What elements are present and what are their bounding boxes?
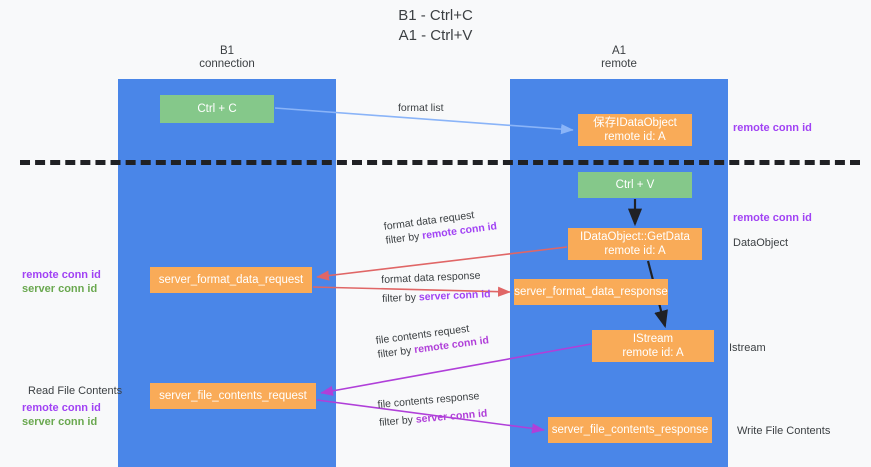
- edge-label-format-data-response: format data response filter by server co…: [381, 268, 491, 306]
- node-server-format-data-request[interactable]: server_format_data_request: [150, 267, 312, 293]
- node-server-file-contents-request[interactable]: server_file_contents_request: [150, 383, 316, 409]
- node-ctrl-c[interactable]: Ctrl + C: [160, 95, 274, 123]
- annotation-right-remote-conn-id-mid: remote conn id: [733, 211, 812, 225]
- annotation-left-conn-ids-bottom-remote: remote conn id: [22, 402, 101, 414]
- connector-file-contents-response: [316, 399, 545, 434]
- node-idataobject-getdata-title: IDataObject::GetData: [580, 231, 690, 243]
- node-idataobject-getdata[interactable]: IDataObject::GetData remote id: A: [568, 228, 702, 260]
- node-server-format-data-request-label: server_format_data_request: [158, 274, 304, 286]
- edge-label-format-data-response-key: server conn id: [418, 288, 491, 304]
- title-line-2: A1 - Ctrl+V: [398, 27, 473, 44]
- node-ctrl-v[interactable]: Ctrl + V: [578, 172, 692, 198]
- annotation-right-remote-conn-id-top-text: remote conn id: [733, 122, 812, 134]
- connector-file-contents-request: [320, 343, 592, 396]
- connector-format-data-response: [312, 286, 511, 297]
- edge-label-format-data-response-prefix: filter by: [381, 291, 420, 305]
- annotation-left-conn-ids-top-remote: remote conn id: [22, 269, 101, 281]
- swimlane-header-a1: A1 remote: [510, 45, 728, 71]
- annotation-right-istream: Istream: [729, 341, 766, 355]
- node-ctrl-c-label: Ctrl + C: [197, 103, 237, 115]
- annotation-right-istream-text: Istream: [729, 342, 766, 354]
- annotation-left-conn-ids-bottom: remote conn id server conn id: [22, 401, 101, 429]
- annotation-right-write-file-contents: Write File Contents: [737, 424, 830, 438]
- node-save-idataobject-remote-id: remote id: A: [604, 131, 666, 143]
- connector-format-list: [274, 107, 574, 135]
- node-save-idataobject-title: 保存IDataObject: [593, 117, 677, 129]
- annotation-left-conn-ids-top-server: server conn id: [22, 283, 98, 295]
- node-ctrl-v-label: Ctrl + V: [615, 179, 655, 191]
- annotation-left-conn-ids-top: remote conn id server conn id: [22, 268, 101, 296]
- swimlane-header-b1: B1 connection: [118, 45, 336, 71]
- swimlane-header-b1-title: B1: [219, 45, 235, 57]
- annotation-left-read-file-contents: Read File Contents: [28, 384, 122, 398]
- node-istream-remote-id: remote id: A: [622, 347, 684, 359]
- node-istream[interactable]: IStream remote id: A: [592, 330, 714, 362]
- node-server-file-contents-request-label: server_file_contents_request: [159, 390, 307, 402]
- page-title: B1 - Ctrl+C A1 - Ctrl+V: [0, 6, 871, 46]
- node-server-file-contents-response[interactable]: server_file_contents_response: [548, 417, 712, 443]
- swimlane-header-b1-subtitle: connection: [199, 58, 255, 70]
- edge-label-format-list-text: format list: [398, 102, 444, 114]
- node-istream-title: IStream: [632, 333, 674, 345]
- annotation-right-write-file-contents-text: Write File Contents: [737, 425, 831, 437]
- edge-label-format-list: format list: [398, 101, 444, 115]
- title-line-1: B1 - Ctrl+C: [398, 7, 473, 24]
- annotation-left-conn-ids-bottom-server: server conn id: [22, 416, 98, 428]
- swimlane-header-a1-subtitle: remote: [601, 58, 637, 70]
- annotation-right-dataobject: DataObject: [733, 236, 788, 250]
- annotation-right-remote-conn-id-mid-text: remote conn id: [733, 212, 812, 224]
- node-save-idataobject[interactable]: 保存IDataObject remote id: A: [578, 114, 692, 146]
- connector-format-data-request: [316, 246, 568, 281]
- swimlane-header-a1-title: A1: [611, 45, 627, 57]
- annotation-right-dataobject-text: DataObject: [733, 237, 789, 249]
- annotation-left-read-file-contents-text: Read File Contents: [28, 385, 123, 397]
- node-server-format-data-response[interactable]: server_format_data_response: [514, 279, 668, 305]
- annotation-right-remote-conn-id-top: remote conn id: [733, 121, 812, 135]
- node-server-file-contents-response-label: server_file_contents_response: [551, 424, 709, 436]
- phase-divider: [20, 160, 860, 165]
- node-idataobject-getdata-remote-id: remote id: A: [604, 245, 666, 257]
- edge-label-file-contents-response-prefix: filter by: [378, 413, 417, 429]
- node-server-format-data-response-label: server_format_data_response: [514, 286, 668, 298]
